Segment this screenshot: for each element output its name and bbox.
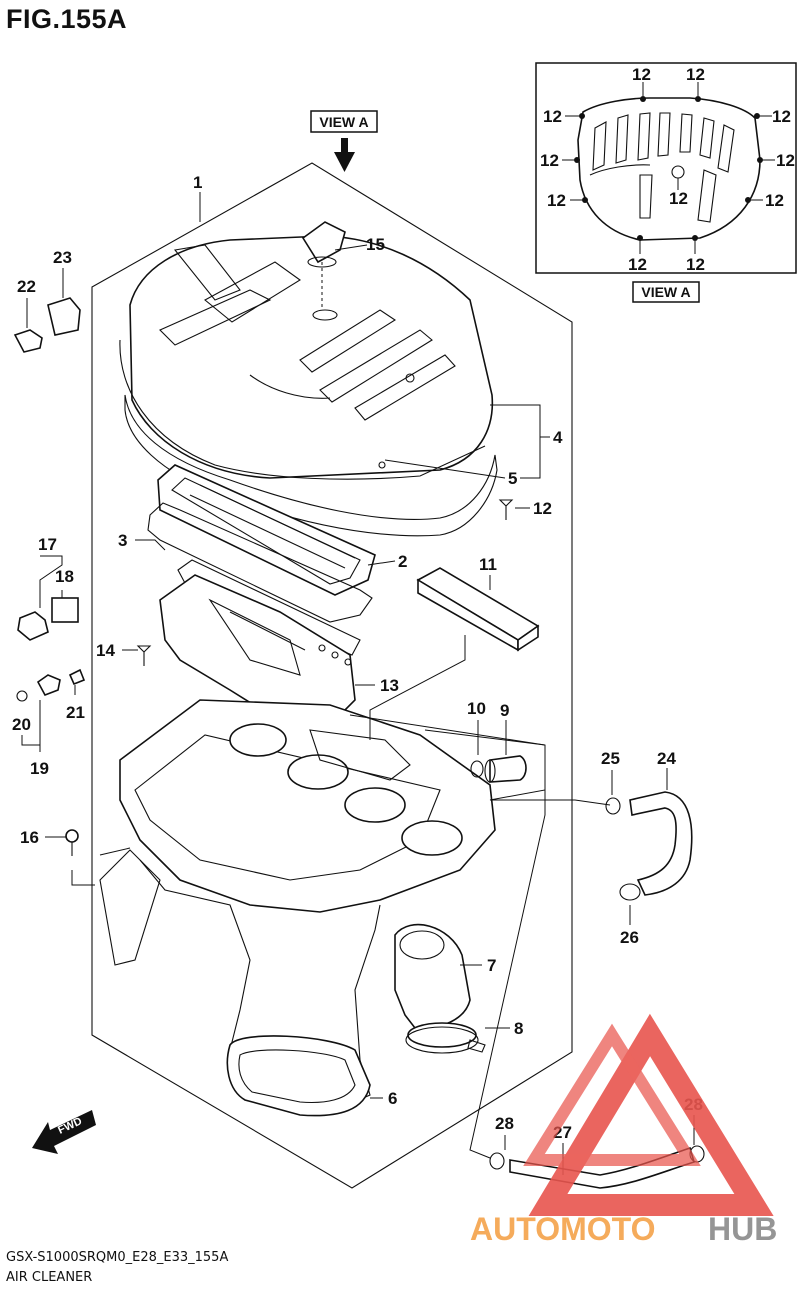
view-a-pointer: VIEW A [310, 110, 378, 172]
automotohub-watermark: AUTOMOTO HUB [470, 1013, 777, 1247]
intake-duct [159, 574, 356, 721]
air-cleaner-box [99, 699, 496, 1109]
callout-16: 16 [20, 828, 39, 847]
callout-18: 18 [55, 567, 74, 586]
callout-9: 9 [500, 701, 509, 720]
intake-air-sensor [13, 297, 86, 702]
inset-callout-upper-left: 12 [543, 107, 562, 126]
callout-15: 15 [366, 235, 385, 254]
callout-10: 10 [467, 699, 486, 718]
callout-6: 6 [388, 1089, 397, 1108]
leader-lines [21, 192, 695, 1175]
section-name: AIR CLEANER [6, 1270, 93, 1285]
inset-callout-mid-left: 12 [540, 151, 559, 170]
callout-11: 11 [479, 555, 497, 574]
breather-hose [605, 791, 693, 901]
watermark-text-red: AUTOMOTO [470, 1211, 655, 1247]
drain-pipe [470, 755, 527, 783]
inset-callout-top-left: 12 [632, 65, 651, 84]
callout-28-left: 28 [495, 1114, 514, 1133]
inset-callout-mid-right: 12 [776, 151, 795, 170]
callout-13: 13 [380, 676, 399, 695]
view-a-inset-label: VIEW A [641, 284, 690, 300]
mounting-bolts [65, 499, 514, 856]
callout-5: 5 [508, 469, 517, 488]
watermark-text-gray: HUB [708, 1211, 777, 1247]
callout-8: 8 [514, 1019, 523, 1038]
view-a-label: VIEW A [319, 114, 368, 130]
callout-7: 7 [487, 956, 496, 975]
sponge-filter [416, 567, 540, 652]
drain-hose [489, 1145, 705, 1189]
model-code: GSX-S1000SRQM0_E28_E33_155A [6, 1250, 229, 1265]
assembly-boundary [91, 162, 573, 1189]
callout-3: 3 [118, 531, 127, 550]
view-a-inset: 12 12 12 12 12 12 12 12 12 12 12 VIEW A [535, 62, 797, 303]
inset-callout-upper-right: 12 [772, 107, 791, 126]
inset-callout-lower-left: 12 [547, 191, 566, 210]
callout-20: 20 [12, 715, 31, 734]
inset-callout-top-right: 12 [686, 65, 705, 84]
filter-gasket [147, 502, 373, 623]
callout-4: 4 [553, 428, 563, 447]
callout-23: 23 [53, 248, 72, 267]
callout-1: 1 [193, 173, 202, 192]
breather-cap [301, 221, 346, 310]
figure-title: FIG.155A [6, 4, 128, 34]
inset-callout-bottom-left: 12 [628, 255, 647, 274]
callout-12: 12 [533, 499, 552, 518]
intake-snorkel [226, 1035, 371, 1117]
inset-callout-center: 12 [669, 189, 688, 208]
callout-25: 25 [601, 749, 620, 768]
callout-14: 14 [96, 641, 115, 660]
callout-22: 22 [17, 277, 36, 296]
callout-26: 26 [620, 928, 639, 947]
inset-callout-lower-right: 12 [765, 191, 784, 210]
air-filter-element [157, 464, 376, 596]
callout-21: 21 [66, 703, 85, 722]
air-cleaner-cover [119, 235, 494, 480]
intake-elbow [394, 923, 486, 1054]
callout-24: 24 [657, 749, 676, 768]
callout-17: 17 [38, 535, 57, 554]
callout-19: 19 [30, 759, 49, 778]
inset-callout-bottom-right: 12 [686, 255, 705, 274]
forward-direction-indicator: FWD [32, 1110, 96, 1154]
callout-2: 2 [398, 552, 407, 571]
